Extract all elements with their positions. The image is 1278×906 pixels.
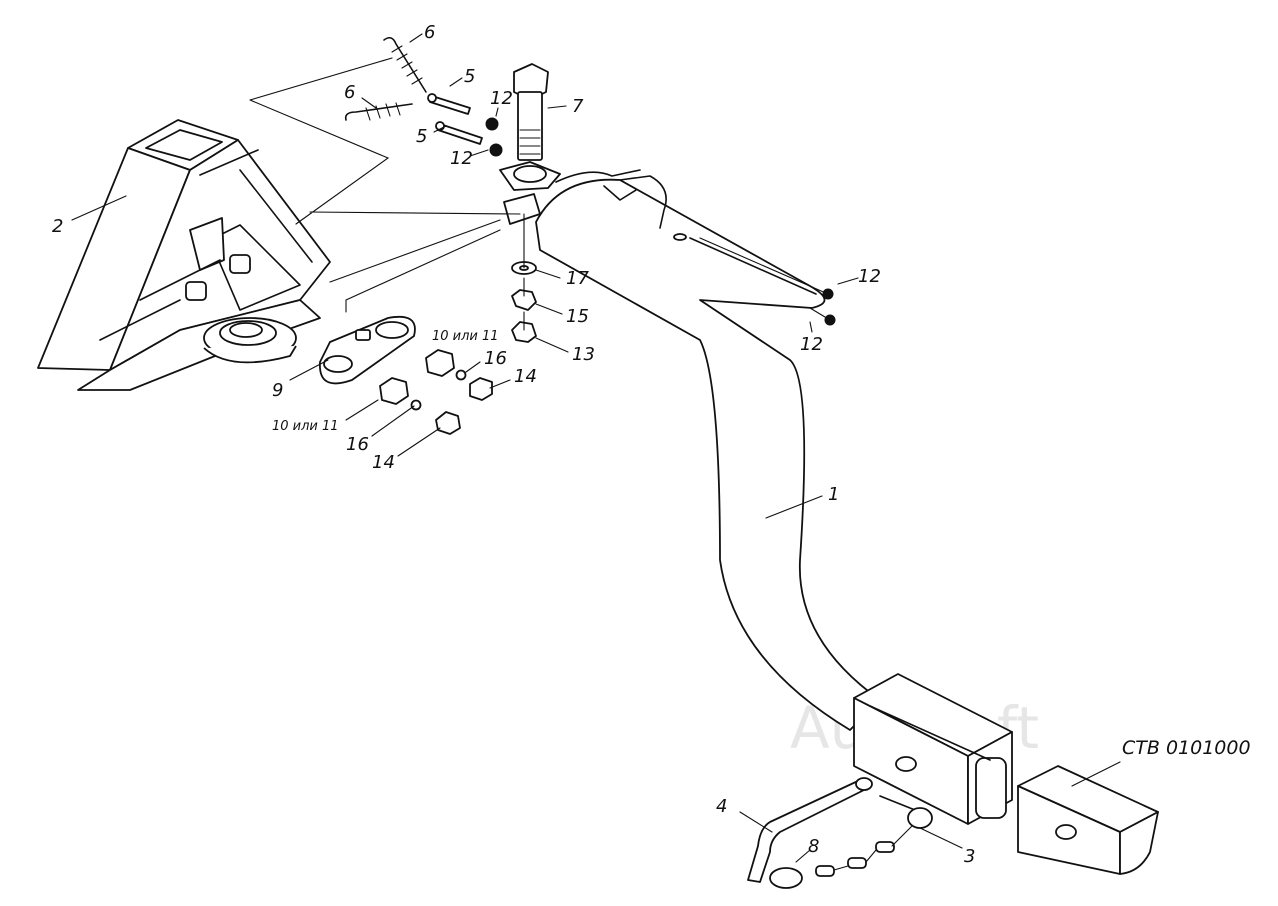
part-6-springs [344, 36, 427, 121]
construction-lines [249, 57, 831, 331]
label-12b: 12 [450, 148, 473, 169]
label-16b: 16 [346, 434, 369, 455]
label-7: 7 [572, 96, 584, 117]
label-8: 8 [808, 836, 819, 857]
label-12d: 12 [800, 334, 823, 355]
label-5b: 5 [416, 126, 427, 147]
label-12a: 12 [490, 88, 513, 109]
label-15: 15 [566, 306, 589, 327]
part-1-sleeve [853, 673, 1013, 825]
label-2: 2 [52, 216, 63, 237]
drawing-code: СТВ 0101000 [1122, 737, 1251, 759]
callout-labels: 1 2 3 4 5 5 6 6 7 8 9 10 или 11 10 или 1… [52, 22, 1251, 867]
part-7-bolt [513, 63, 549, 161]
label-12c: 12 [858, 266, 881, 287]
mating-block [1017, 765, 1159, 875]
label-6b: 6 [344, 82, 355, 103]
label-10-11a: 10 или 11 [432, 329, 499, 344]
label-5a: 5 [464, 66, 475, 87]
part-5-pins [427, 93, 483, 145]
part-2-bracket [37, 119, 501, 391]
label-10-11b: 10 или 11 [272, 419, 339, 434]
label-1: 1 [828, 484, 839, 505]
part-8-ring [769, 867, 803, 889]
leader-lines [71, 33, 1121, 863]
label-14b: 14 [372, 452, 395, 473]
label-3: 3 [964, 846, 975, 867]
label-17: 17 [566, 268, 589, 289]
fasteners-plate [379, 349, 493, 435]
label-14a: 14 [514, 366, 537, 387]
label-13: 13 [572, 344, 595, 365]
label-4: 4 [716, 796, 727, 817]
label-6a: 6 [424, 22, 435, 43]
label-9: 9 [272, 380, 283, 401]
part-9-plate [319, 315, 416, 385]
label-16a: 16 [484, 348, 507, 369]
part-4-handle [747, 777, 873, 883]
part-3-pin-chain [815, 795, 933, 877]
part-1-main-bar [499, 161, 881, 731]
